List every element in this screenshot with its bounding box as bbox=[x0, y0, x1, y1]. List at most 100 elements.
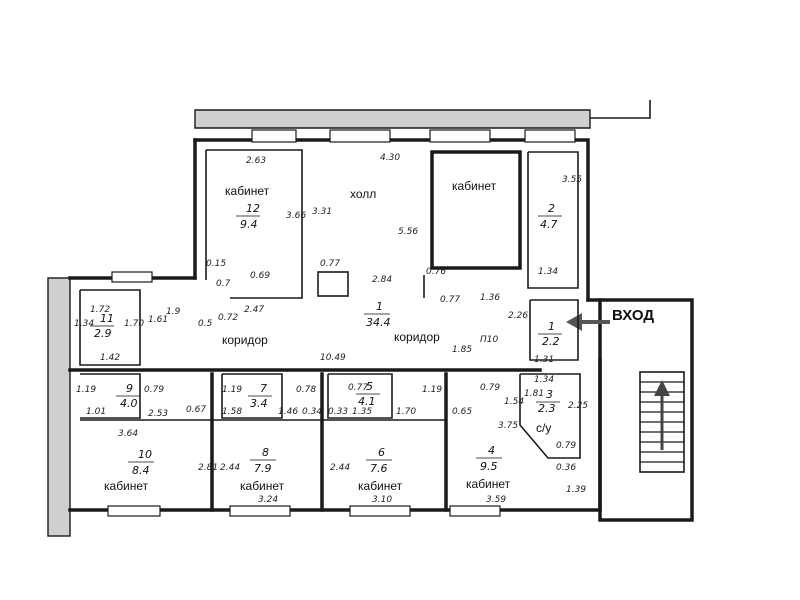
dim-1-39: 1.39 bbox=[566, 485, 586, 495]
interior-walls bbox=[68, 149, 581, 512]
label-p10: П10 bbox=[480, 335, 498, 345]
label-kabinet-8: кабинет bbox=[240, 479, 285, 493]
dim-0-77-b: 0.77 bbox=[440, 295, 460, 305]
label-kabinet-6: кабинет bbox=[358, 479, 403, 493]
room-2-area: 4.7 bbox=[540, 218, 558, 231]
left-wall bbox=[47, 277, 71, 537]
stair-block bbox=[590, 100, 694, 522]
dim-1-42: 1.42 bbox=[100, 353, 120, 363]
dim-0-77-a: 0.77 bbox=[320, 259, 340, 269]
dim-1-19-b: 1.19 bbox=[222, 385, 242, 395]
room-areas: 12 9.4 1 34.4 2 4.7 11 2.9 9 4.0 7 3.4 5… bbox=[90, 202, 562, 477]
dim-0-34: 0.34 bbox=[302, 407, 322, 417]
room-7-area: 3.4 bbox=[250, 397, 268, 410]
label-corridor-1: коридор bbox=[222, 333, 268, 347]
room-8-number: 8 bbox=[262, 446, 269, 459]
dim-2-84: 2.84 bbox=[372, 275, 392, 285]
dim-2-26: 2.26 bbox=[508, 311, 528, 321]
dim-1-70-b: 1.70 bbox=[396, 407, 416, 417]
dim-3-24: 3.24 bbox=[258, 495, 278, 505]
dim-2-44-a: 2.44 bbox=[220, 463, 240, 473]
dim-3-10: 3.10 bbox=[372, 495, 392, 505]
dim-1-34-b: 1.34 bbox=[74, 319, 94, 329]
dim-10-49: 10.49 bbox=[320, 353, 346, 363]
dim-1-61: 1.61 bbox=[148, 315, 168, 325]
dim-0-72: 0.72 bbox=[218, 313, 238, 323]
dim-1-36: 1.36 bbox=[480, 293, 500, 303]
dim-1-46: 1.46 bbox=[278, 407, 298, 417]
dim-2-63: 2.63 bbox=[246, 156, 266, 166]
label-corridor-2: коридор bbox=[394, 330, 440, 344]
room-11-number: 11 bbox=[100, 312, 114, 325]
room-6-number: 6 bbox=[378, 446, 385, 459]
dimension-labels: 2.63 4.30 3.55 3.66 3.31 5.56 0.15 0.7 0… bbox=[74, 153, 588, 505]
room-2-number: 2 bbox=[548, 202, 555, 215]
dim-0-79-b: 0.79 bbox=[480, 383, 500, 393]
room-labels: кабинет холл кабинет коридор коридор каб… bbox=[104, 179, 654, 493]
dim-0-33: 0.33 bbox=[328, 407, 348, 417]
dim-0-5: 0.5 bbox=[198, 319, 213, 329]
room-1b-number: 1 bbox=[548, 320, 555, 333]
label-wc: с/у bbox=[536, 421, 551, 435]
room-1-area: 34.4 bbox=[366, 316, 391, 329]
room-10-area: 8.4 bbox=[132, 464, 150, 477]
dim-1-19-a: 1.19 bbox=[76, 385, 96, 395]
label-kabinet-12: кабинет bbox=[225, 184, 270, 198]
outer-walls bbox=[47, 138, 602, 537]
room-3-number: 3 bbox=[546, 388, 553, 401]
dim-0-67: 0.67 bbox=[186, 405, 206, 415]
dim-1-70-a: 1.70 bbox=[124, 319, 144, 329]
dim-0-79-a: 0.79 bbox=[144, 385, 164, 395]
room-11-area: 2.9 bbox=[94, 327, 112, 340]
dim-2-81: 2.81 bbox=[198, 463, 218, 473]
room-5-area: 4.1 bbox=[358, 395, 376, 408]
room-8-area: 7.9 bbox=[254, 462, 272, 475]
room-9-area: 4.0 bbox=[120, 397, 138, 410]
label-hall: холл bbox=[350, 187, 376, 201]
room-1b-area: 2.2 bbox=[542, 335, 560, 348]
top-windows bbox=[111, 129, 576, 283]
dim-3-59: 3.59 bbox=[486, 495, 506, 505]
room-12-number: 12 bbox=[246, 202, 260, 215]
label-kabinet-10: кабинет bbox=[104, 479, 149, 493]
dim-3-31: 3.31 bbox=[312, 207, 332, 217]
label-kabinet-4: кабинет bbox=[466, 477, 511, 491]
dim-0-76: 0.76 bbox=[426, 267, 446, 277]
top-wall-hatch bbox=[194, 109, 591, 129]
dim-5-56: 5.56 bbox=[398, 227, 418, 237]
room-6-area: 7.6 bbox=[370, 462, 388, 475]
dim-0-7: 0.7 bbox=[216, 279, 231, 289]
dim-1-9: 1.9 bbox=[166, 307, 181, 317]
dim-4-30: 4.30 bbox=[380, 153, 400, 163]
dim-2-44-b: 2.44 bbox=[330, 463, 350, 473]
dim-3-64: 3.64 bbox=[118, 429, 138, 439]
dim-3-55: 3.55 bbox=[562, 175, 582, 185]
dim-3-66: 3.66 bbox=[286, 211, 306, 221]
dim-1-58: 1.58 bbox=[222, 407, 242, 417]
label-entry: ВХОД bbox=[612, 307, 654, 324]
entry-arrow bbox=[566, 313, 610, 331]
dim-1-85: 1.85 bbox=[452, 345, 472, 355]
dim-2-53: 2.53 bbox=[148, 409, 168, 419]
dim-0-77-c: 0.77 bbox=[348, 383, 368, 393]
room-12-area: 9.4 bbox=[240, 218, 258, 231]
room-10-number: 10 bbox=[138, 448, 152, 461]
dim-1-01: 1.01 bbox=[86, 407, 106, 417]
dim-1-54: 1.54 bbox=[504, 397, 524, 407]
dim-0-65: 0.65 bbox=[452, 407, 472, 417]
label-kabinet-top: кабинет bbox=[452, 179, 497, 193]
dim-1-34-a: 1.34 bbox=[538, 267, 558, 277]
room-9-number: 9 bbox=[126, 382, 133, 395]
dim-0-15: 0.15 bbox=[206, 259, 226, 269]
dim-1-72: 1.72 bbox=[90, 305, 110, 315]
dim-0-78: 0.78 bbox=[296, 385, 316, 395]
dim-0-79-c: 0.79 bbox=[556, 441, 576, 451]
room-1-number: 1 bbox=[376, 300, 383, 313]
bottom-windows bbox=[107, 505, 501, 517]
room-4-area: 9.5 bbox=[480, 460, 498, 473]
dim-1-34-c: 1.34 bbox=[534, 375, 554, 385]
dim-1-19-c: 1.19 bbox=[422, 385, 442, 395]
room-4-number: 4 bbox=[488, 444, 495, 457]
dim-0-69: 0.69 bbox=[250, 271, 270, 281]
room-5-number: 5 bbox=[366, 380, 373, 393]
